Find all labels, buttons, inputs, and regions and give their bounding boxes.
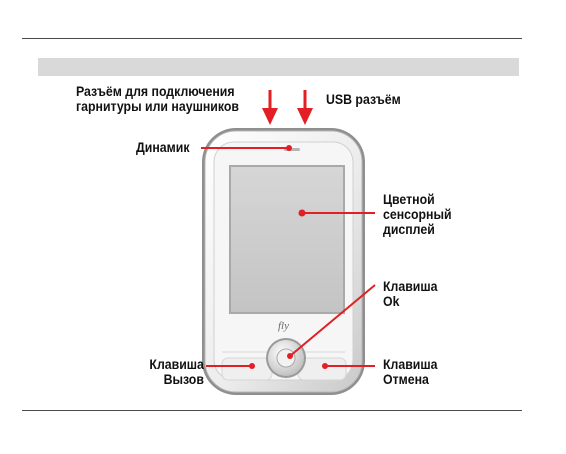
ok-dot [287,353,293,359]
speaker-dot [286,145,292,151]
cancel-key-label-line2: Отмена [383,371,429,387]
ok-pointer [289,284,376,357]
cancel-key-label: Клавиша Отмена [383,357,437,387]
usb-label: USB разъём [326,92,401,107]
display-label: Цветной сенсорный дисплей [383,192,452,237]
display-dot [298,209,306,217]
cancel-dot [322,363,328,369]
ok-key-label-line2: Ok [383,293,400,309]
call-dot [249,363,255,369]
call-key-label-line2: Вызов [163,371,204,387]
section-band [38,58,519,76]
bottom-rule [22,410,522,411]
key-panel [221,351,347,381]
ok-key [266,338,306,378]
speaker-label: Динамик [136,140,190,155]
call-key-label: Клавиша Вызов [150,357,204,387]
headset-label: Разъём для подключения гарнитуры или нау… [76,84,239,114]
headset-label-line2: гарнитуры или наушников [76,98,239,114]
headset-arrow [262,90,278,125]
display-label-line2: сенсорный [383,206,452,222]
ok-key-label: Клавиша Ok [383,279,437,309]
speaker-label-text: Динамик [136,139,190,155]
usb-label-text: USB разъём [326,91,401,107]
ok-key-label-line1: Клавиша [383,278,438,294]
brand-logo: fly [278,320,289,332]
usb-arrow [297,90,313,125]
call-key-label-line1: Клавиша [149,356,204,372]
touch-screen [229,165,345,314]
headset-label-line1: Разъём для подключения [76,83,235,99]
top-rule [22,38,522,39]
cancel-key-label-line1: Клавиша [383,356,438,372]
display-label-line3: дисплей [383,221,435,237]
display-label-line1: Цветной [383,191,435,207]
